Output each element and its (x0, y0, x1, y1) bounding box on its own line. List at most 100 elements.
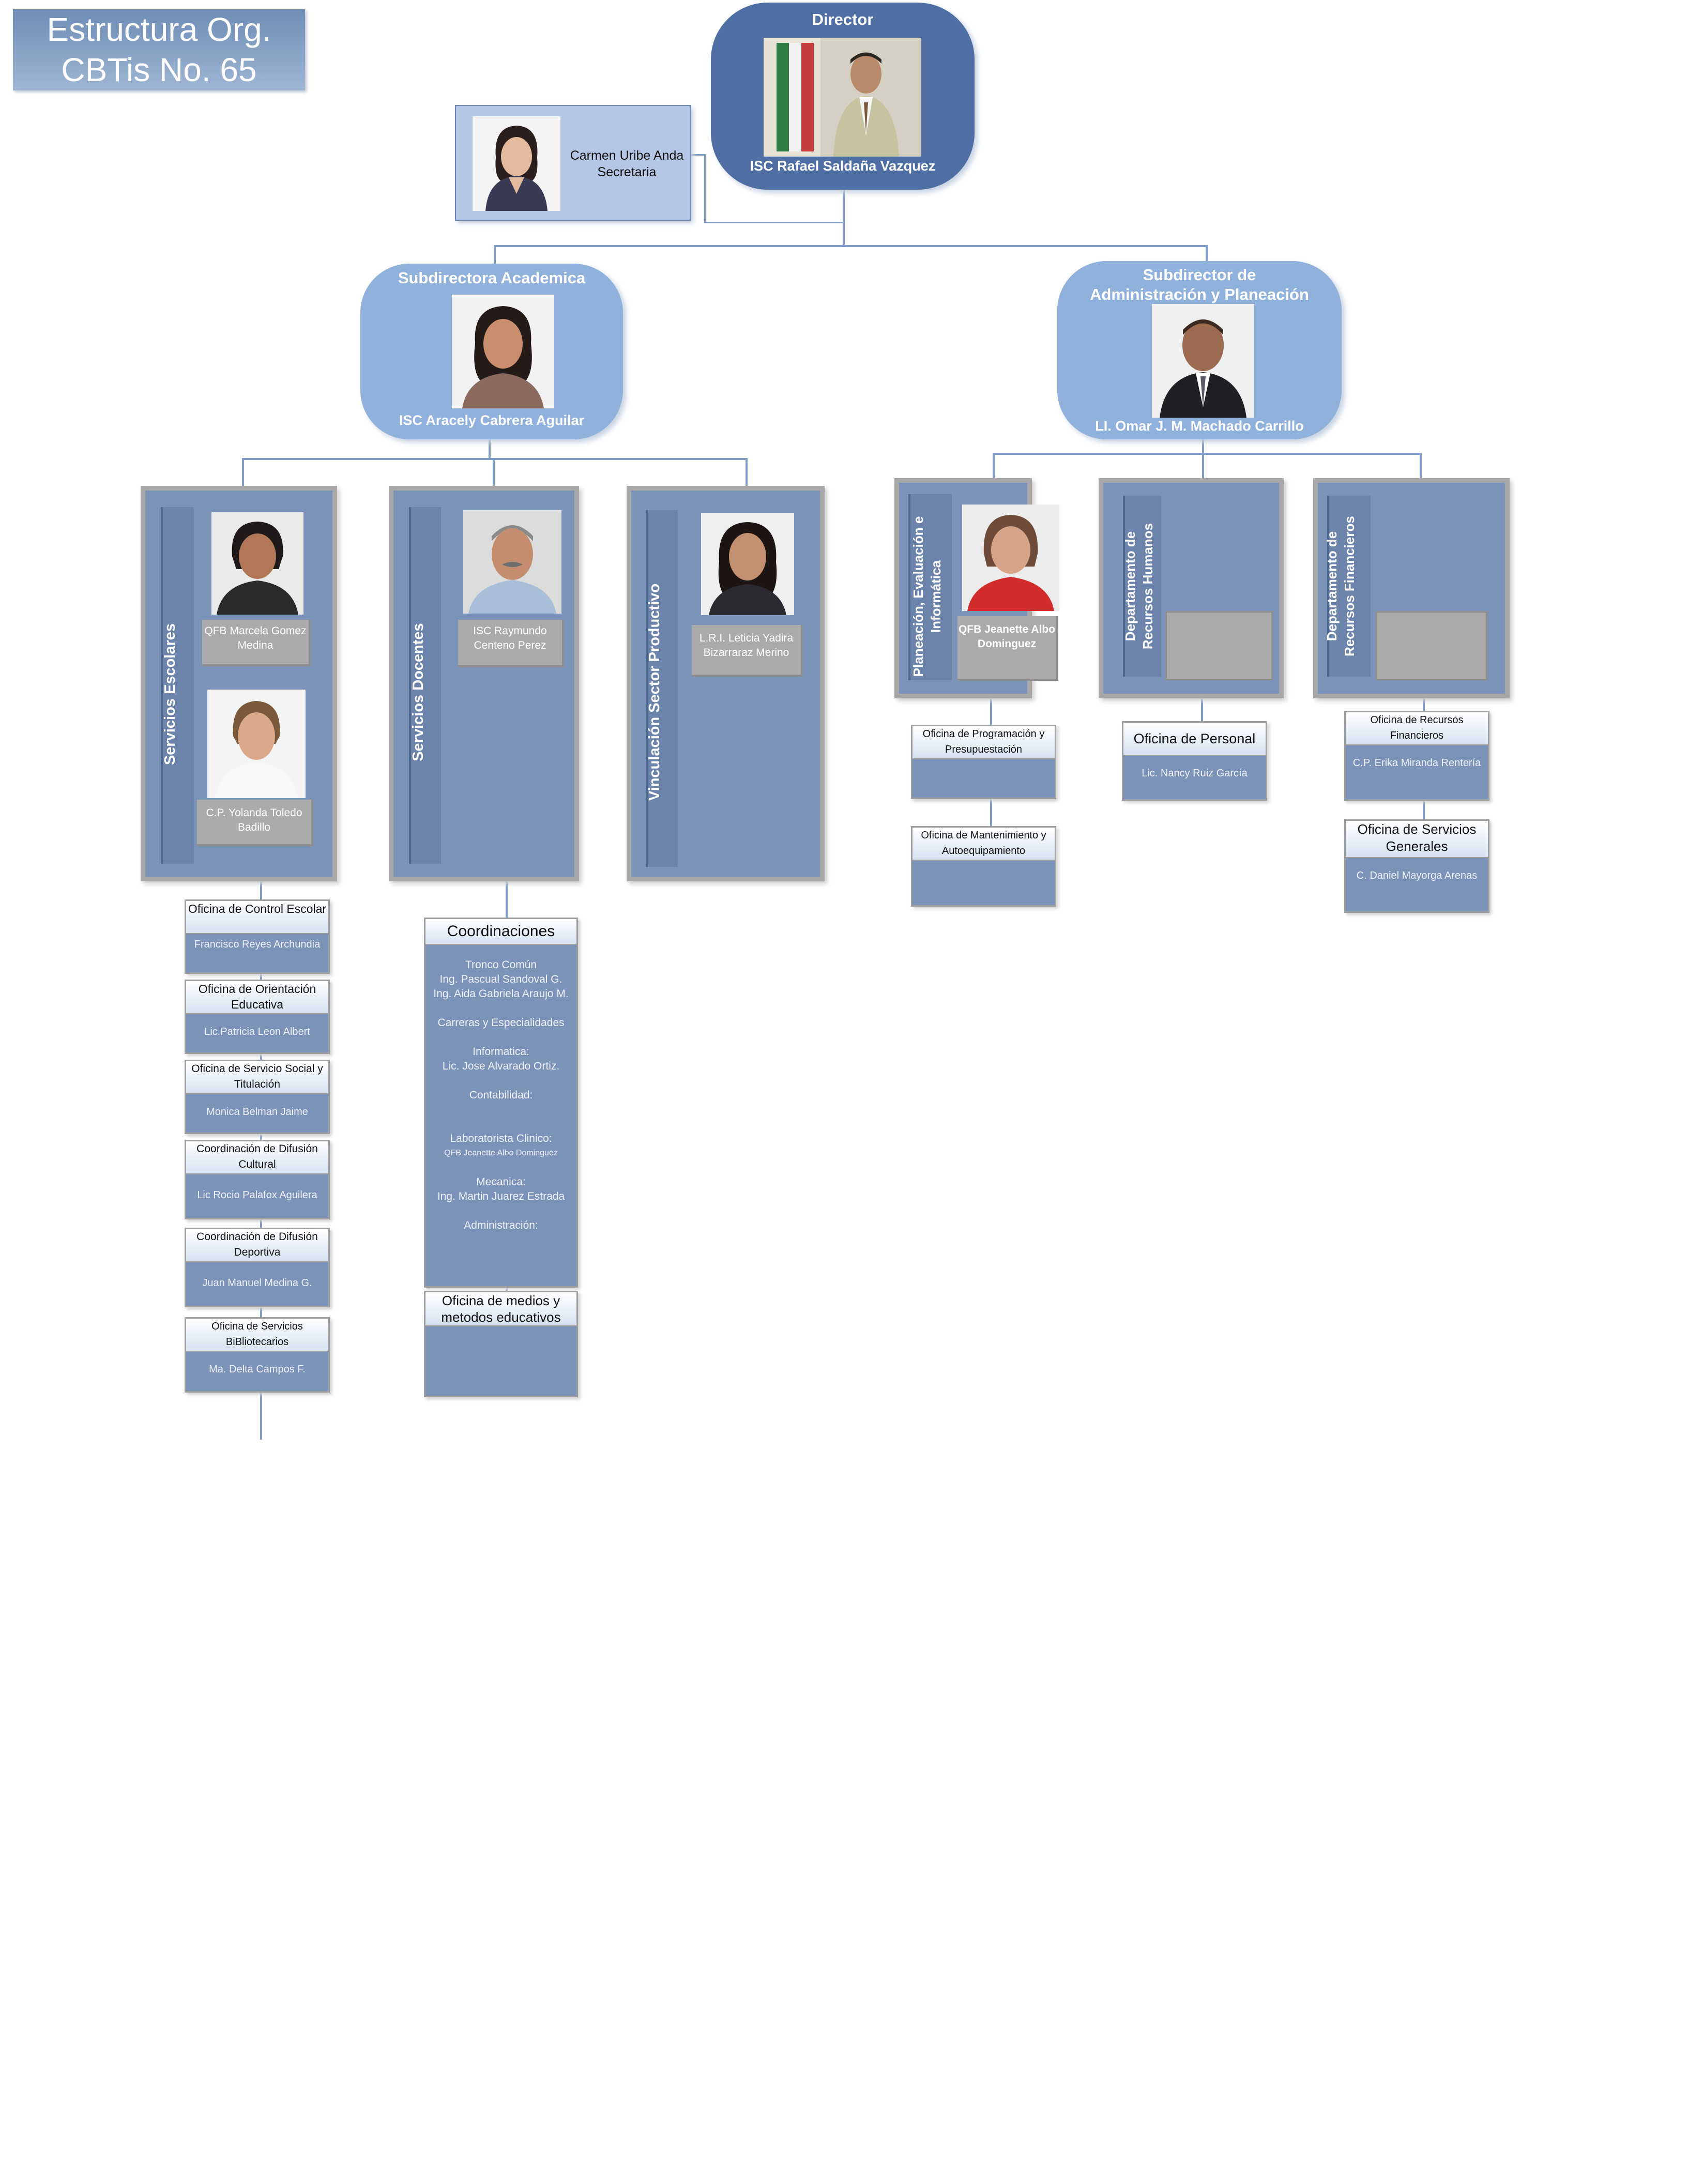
coordinacion-line: Ing. Martin Juarez Estrada (437, 1190, 565, 1202)
coordinacion-line (425, 1160, 576, 1175)
sub-admin-title-line2: Administración y Planeación (1090, 285, 1309, 303)
office-title: Oficina de Servicio Social y Titulación (186, 1061, 328, 1094)
sub-academic-box: Subdirectora Academica ISC Aracely Cabre… (360, 264, 623, 439)
office-recursos-financieros: Oficina de Recursos Financieros C.P. Eri… (1344, 711, 1489, 801)
medios-box: Oficina de medios y metodos educativos (424, 1291, 578, 1397)
office-servicio-social: Oficina de Servicio Social y Titulación … (185, 1060, 330, 1134)
sub-academic-name: ISC Aracely Cabrera Aguilar (399, 413, 585, 428)
rh-label: Departamento de Recursos Humanos (1121, 511, 1163, 661)
escolares-photo1 (211, 512, 303, 615)
coordinacion-line: Administración: (464, 1219, 538, 1231)
sub-admin-box: Subdirector de Administración y Planeaci… (1057, 261, 1342, 439)
vinculacion-photo (701, 513, 794, 615)
coordinacion-line (425, 1204, 576, 1218)
panel-vinculacion: Vinculación Sector Productivo L.R.I. Let… (627, 486, 825, 881)
director-title: Director (812, 10, 874, 28)
coordinacion-line: Lic. Jose Alvarado Ortiz. (442, 1060, 560, 1072)
coordinacion-line: Tronco Común (465, 959, 537, 971)
secretary-photo (473, 116, 560, 211)
office-title: Oficina de Personal (1123, 723, 1266, 756)
coordinacion-line (425, 1103, 576, 1117)
coordinaciones-title: Coordinaciones (425, 919, 576, 945)
docentes-strip (409, 507, 441, 864)
office-person: Juan Manuel Medina G. (202, 1277, 312, 1289)
panel-servicios-docentes: Servicios Docentes ISC Raymundo Centeno … (389, 486, 579, 881)
office-programacion: Oficina de Programación y Presupuestació… (911, 725, 1056, 799)
escolares-person1: QFB Marcela Gomez Medina (202, 620, 311, 666)
sub-academic-photo (452, 295, 554, 408)
director-name: ISC Rafael Saldaña Vazquez (750, 158, 936, 174)
planeacion-strip (908, 494, 952, 680)
panel-recursos-financieros: Departamento de Recursos Financieros (1313, 478, 1510, 698)
planeacion-photo (962, 505, 1059, 611)
office-orientacion: Oficina de Orientación Educativa Lic.Pat… (185, 980, 330, 1054)
rf-label: Departamento de Recursos Financieros (1323, 509, 1364, 664)
coordinacion-line (425, 1074, 576, 1088)
office-title: Oficina de Servicios Generales (1346, 821, 1488, 858)
sub-academic-title: Subdirectora Academica (398, 269, 586, 287)
medios-title: Oficina de medios y metodos educativos (425, 1292, 576, 1326)
coordinacion-line: Carreras y Especialidades (437, 1017, 565, 1029)
coordinacion-line (425, 1117, 576, 1132)
office-person: C. Daniel Mayorga Arenas (1356, 870, 1478, 881)
office-title: Oficina de Orientación Educativa (186, 981, 328, 1014)
office-person: Francisco Reyes Archundia (194, 939, 321, 950)
chart-title-box: Estructura Org. CBTis No. 65 (13, 9, 305, 90)
office-person: Lic.Patricia Leon Albert (204, 1026, 310, 1037)
vinculacion-strip (646, 510, 678, 867)
office-bibliotecarios: Oficina de Servicios BiBliotecarios Ma. … (185, 1317, 330, 1393)
escolares-label: Servicios Escolares (162, 623, 178, 766)
office-difusion-deportiva: Coordinación de Difusión Deportiva Juan … (185, 1228, 330, 1307)
sub-admin-title-line1: Subdirector de (1143, 266, 1256, 284)
chart-title-line2: CBTis No. 65 (61, 51, 257, 88)
office-person: Lic Rocio Palafox Aguilera (197, 1189, 317, 1201)
director-photo (764, 38, 921, 157)
office-person: Monica Belman Jaime (206, 1106, 308, 1118)
rf-empty-box (1376, 611, 1487, 680)
rh-empty-box (1165, 611, 1273, 680)
office-title: Oficina de Servicios BiBliotecarios (186, 1319, 328, 1352)
coordinacion-line: Mecanica: (476, 1176, 526, 1188)
rf-label-line1: Departamento de (1324, 531, 1340, 642)
office-person: C.P. Erika Miranda Rentería (1352, 757, 1481, 769)
coordinacion-line: Ing. Aida Gabriela Araujo M. (433, 988, 569, 1000)
panel-planeacion: Planeación, Evaluación e Informática QFB… (894, 478, 1059, 698)
coordinacion-line (425, 1030, 576, 1045)
office-title: Oficina de Control Escolar (186, 901, 328, 934)
coordinacion-line: Contabilidad: (469, 1089, 533, 1101)
office-title: Oficina de Programación y Presupuestació… (913, 726, 1055, 759)
coordinacion-line: QFB Jeanette Albo Dominguez (444, 1149, 558, 1157)
coordinacion-line: Laboratorista Clinico: (450, 1133, 552, 1144)
planeacion-person: QFB Jeanette Albo Dominguez (957, 616, 1058, 681)
office-title: Oficina de Mantenimiento y Autoequipamie… (913, 828, 1055, 861)
sub-admin-name: LI. Omar J. M. Machado Carrillo (1095, 418, 1304, 434)
office-difusion-cultural: Coordinación de Difusión Cultural Lic Ro… (185, 1140, 330, 1219)
escolares-person2: C.P. Yolanda Toledo Badillo (197, 800, 313, 846)
rh-label-line2: Recursos Humanos (1140, 523, 1155, 650)
office-control-escolar: Oficina de Control Escolar Francisco Rey… (185, 899, 330, 974)
office-title: Coordinación de Difusión Cultural (186, 1141, 328, 1174)
docentes-label: Servicios Docentes (410, 623, 427, 761)
rh-label-line1: Departamento de (1122, 531, 1138, 642)
rh-strip (1123, 496, 1161, 677)
secretary-box: Carmen Uribe Anda Secretaria (455, 105, 691, 221)
panel-servicios-escolares: Servicios Escolares QFB Marcela Gomez Me… (141, 486, 337, 881)
secretary-name: Carmen Uribe Anda (570, 148, 684, 163)
office-person: Ma. Delta Campos F. (209, 1364, 306, 1375)
office-servicios-generales: Oficina de Servicios Generales C. Daniel… (1344, 819, 1489, 913)
sub-admin-photo (1152, 304, 1254, 418)
sub-admin-title: Subdirector de Administración y Planeaci… (1057, 265, 1342, 304)
coordinacion-line (425, 1001, 576, 1016)
office-personal: Oficina de Personal Lic. Nancy Ruiz Garc… (1122, 721, 1267, 801)
secretary-role: Secretaria (597, 165, 657, 179)
docentes-person: ISC Raymundo Centeno Perez (458, 620, 564, 667)
planeacion-label: Planeación, Evaluación e Informática (909, 503, 951, 690)
office-person: Lic. Nancy Ruiz García (1142, 768, 1248, 779)
coordinacion-line: Ing. Pascual Sandoval G. (439, 973, 562, 985)
office-mantenimiento: Oficina de Mantenimiento y Autoequipamie… (911, 826, 1056, 907)
office-title: Oficina de Recursos Financieros (1346, 712, 1488, 745)
escolares-photo2 (207, 690, 306, 798)
planeacion-label-line1: Planeación, Evaluación e (910, 516, 926, 677)
chart-title-line1: Estructura Org. (47, 11, 271, 48)
